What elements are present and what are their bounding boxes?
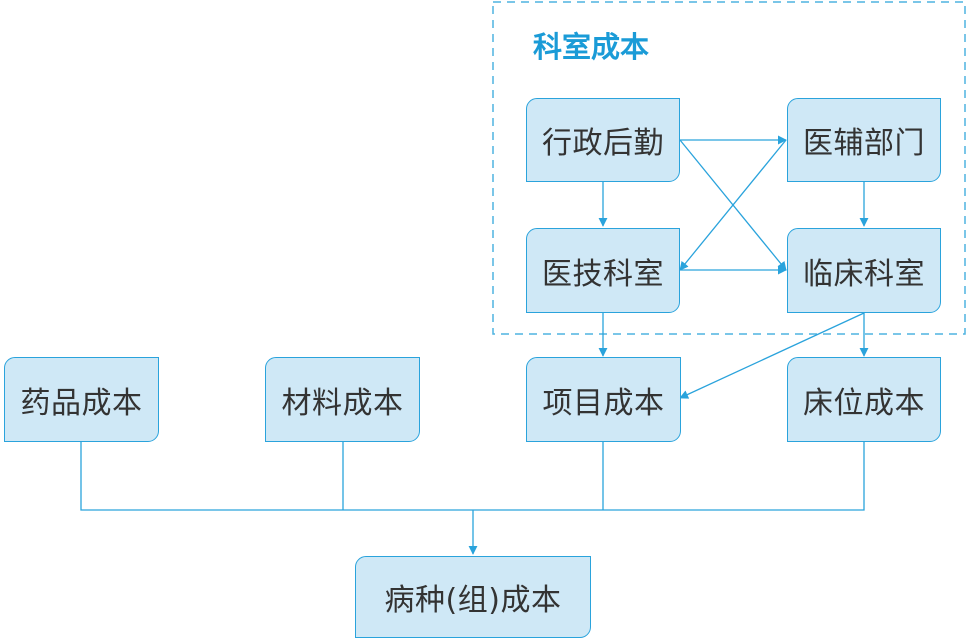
node-medical-support: 医辅部门: [787, 98, 941, 182]
node-disease-group-cost: 病种(组)成本: [355, 556, 591, 638]
node-medical-tech: 医技科室: [526, 228, 680, 313]
arrow-med-support-to-med-tech: [679, 139, 787, 271]
bracket-aggregate-costs: [80, 442, 865, 511]
department-cost-title: 科室成本: [533, 30, 650, 64]
node-clinical: 临床科室: [787, 228, 941, 313]
node-drug-cost: 药品成本: [4, 357, 159, 442]
node-bed-cost: 床位成本: [787, 357, 941, 442]
arrow-clinical-to-project: [679, 312, 865, 399]
node-admin-logistics: 行政后勤: [526, 98, 680, 182]
node-project-cost: 项目成本: [526, 357, 681, 442]
department-cost-group-border: [492, 1, 966, 335]
node-material-cost: 材料成本: [265, 357, 420, 442]
